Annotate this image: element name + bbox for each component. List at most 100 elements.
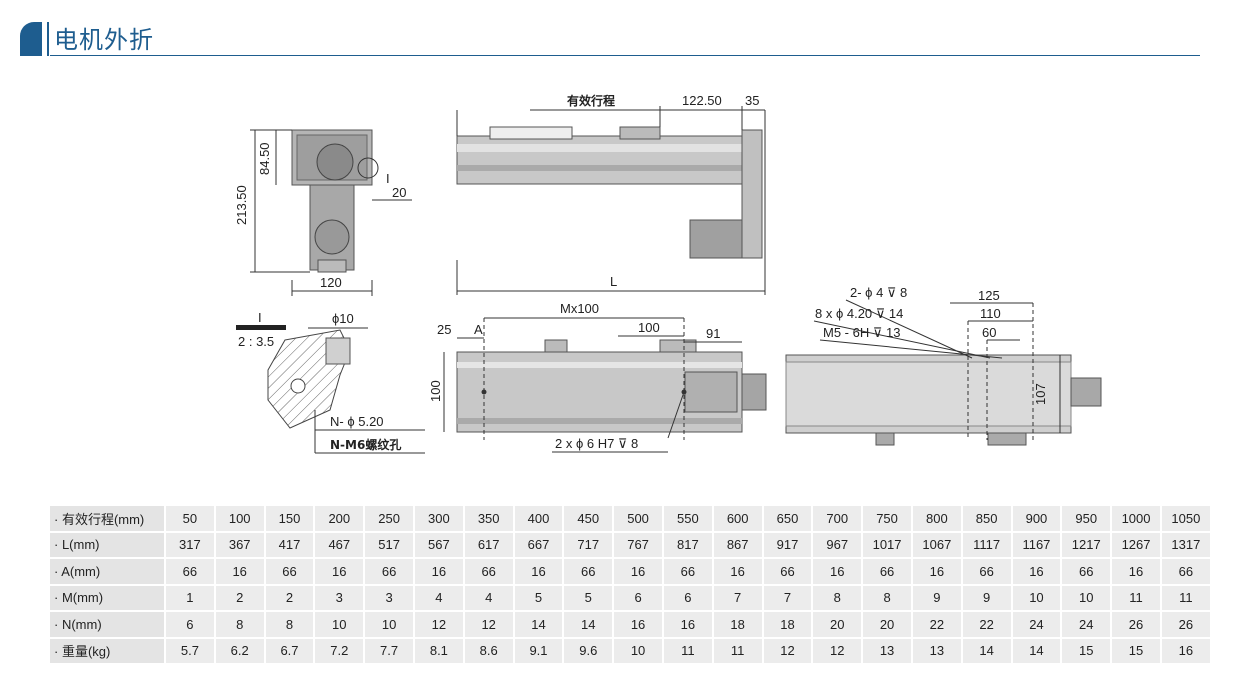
table-cell: 16 (912, 559, 961, 584)
table-cell: 16 (614, 559, 662, 584)
table-cell: 26 (1161, 612, 1210, 637)
row-header: · 重量(kg) (50, 638, 164, 663)
table-cell: 24 (1062, 612, 1111, 637)
table-cell: 26 (1112, 612, 1160, 637)
table-cell: 5.7 (166, 638, 214, 663)
dim-107: 107 (1033, 383, 1048, 405)
table-cell: 13 (912, 638, 961, 663)
table-cell: 6.2 (215, 638, 264, 663)
table-cell: 950 (1062, 506, 1111, 531)
front-view: 25 A Mx100 100 91 100 2 x ϕ 6 H7 ⊽ 8 (428, 301, 767, 453)
table-cell: 50 (166, 506, 214, 531)
dim-213: 213.50 (234, 185, 249, 225)
table-cell: 1 (166, 585, 214, 610)
dim-h100: 100 (428, 380, 443, 402)
table-cell: 15 (1062, 638, 1111, 663)
table-cell: 20 (813, 612, 862, 637)
table-cell: 16 (514, 559, 563, 584)
table-cell: 8 (863, 585, 911, 610)
table-cell: 16 (713, 559, 762, 584)
table-cell: 1067 (912, 532, 961, 557)
table-cell: 16 (315, 559, 364, 584)
detail-title: I (258, 310, 262, 325)
table-cell: 14 (564, 612, 613, 637)
table-cell: 7.7 (365, 638, 413, 663)
table-cell: 14 (962, 638, 1011, 663)
table-cell: 200 (315, 506, 364, 531)
table-cell: 750 (863, 506, 911, 531)
table-cell: 6.7 (265, 638, 314, 663)
table-cell: 20 (863, 612, 911, 637)
table-cell: 5 (564, 585, 613, 610)
table-cell: 9.6 (564, 638, 613, 663)
table-cell: 12 (464, 612, 513, 637)
table-cell: 66 (365, 559, 413, 584)
header-divider (47, 22, 49, 56)
table-cell: 14 (1012, 638, 1061, 663)
table-cell: 150 (265, 506, 314, 531)
table-cell: 11 (1112, 585, 1160, 610)
dim-20: 20 (392, 185, 406, 200)
dim-stroke: 有效行程 (567, 93, 615, 108)
table-cell: 250 (365, 506, 413, 531)
table-cell: 617 (464, 532, 513, 557)
table-cell: 4 (464, 585, 513, 610)
table-cell: 66 (1062, 559, 1111, 584)
table-cell: 66 (663, 559, 712, 584)
table-cell: 8 (813, 585, 862, 610)
hole-spec-1: N- ϕ 5.20 (330, 414, 384, 429)
table-cell: 467 (315, 532, 364, 557)
table-cell: 10 (614, 638, 662, 663)
dim-91: 91 (706, 326, 720, 341)
table-cell: 800 (912, 506, 961, 531)
table-cell: 317 (166, 532, 214, 557)
table-cell: 66 (962, 559, 1011, 584)
table-cell: 66 (265, 559, 314, 584)
table-cell: 66 (1161, 559, 1210, 584)
table-cell: 7.2 (315, 638, 364, 663)
row-header: · L(mm) (50, 532, 164, 557)
table-cell: 1267 (1112, 532, 1160, 557)
table-cell: 967 (813, 532, 862, 557)
table-cell: 66 (564, 559, 613, 584)
table-cell: 18 (763, 612, 812, 637)
table-cell: 1217 (1062, 532, 1111, 557)
table-cell: 450 (564, 506, 613, 531)
table-cell: 2 (265, 585, 314, 610)
table-cell: 8 (215, 612, 264, 637)
table-cell: 850 (962, 506, 1011, 531)
table-cell: 12 (414, 612, 463, 637)
row-header: · M(mm) (50, 585, 164, 610)
side-view: 213.50 84.50 120 20 I (234, 129, 412, 296)
table-cell: 900 (1012, 506, 1061, 531)
table-cell: 517 (365, 532, 413, 557)
table-cell: 5 (514, 585, 563, 610)
table-cell: 767 (614, 532, 662, 557)
table-cell: 417 (265, 532, 314, 557)
table-cell: 1050 (1161, 506, 1210, 531)
dim-35: 35 (745, 93, 759, 108)
table-cell: 1000 (1112, 506, 1160, 531)
dim-125: 125 (978, 288, 1000, 303)
table-cell: 9 (962, 585, 1011, 610)
table-cell: 18 (713, 612, 762, 637)
table-cell: 400 (514, 506, 563, 531)
table-cell: 66 (464, 559, 513, 584)
table-cell: 66 (863, 559, 911, 584)
dim-84: 84.50 (257, 142, 272, 175)
table-cell: 500 (614, 506, 662, 531)
table-cell: 6 (614, 585, 662, 610)
table-cell: 16 (414, 559, 463, 584)
table-cell: 667 (514, 532, 563, 557)
dim-phi10: ϕ10 (332, 311, 354, 326)
table-cell: 10 (365, 612, 413, 637)
table-cell: 867 (713, 532, 762, 557)
table-cell: 2 (215, 585, 264, 610)
dim-100: 100 (638, 320, 660, 335)
table-cell: 8.6 (464, 638, 513, 663)
table-cell: 350 (464, 506, 513, 531)
table-cell: 8 (265, 612, 314, 637)
table-cell: 16 (215, 559, 264, 584)
